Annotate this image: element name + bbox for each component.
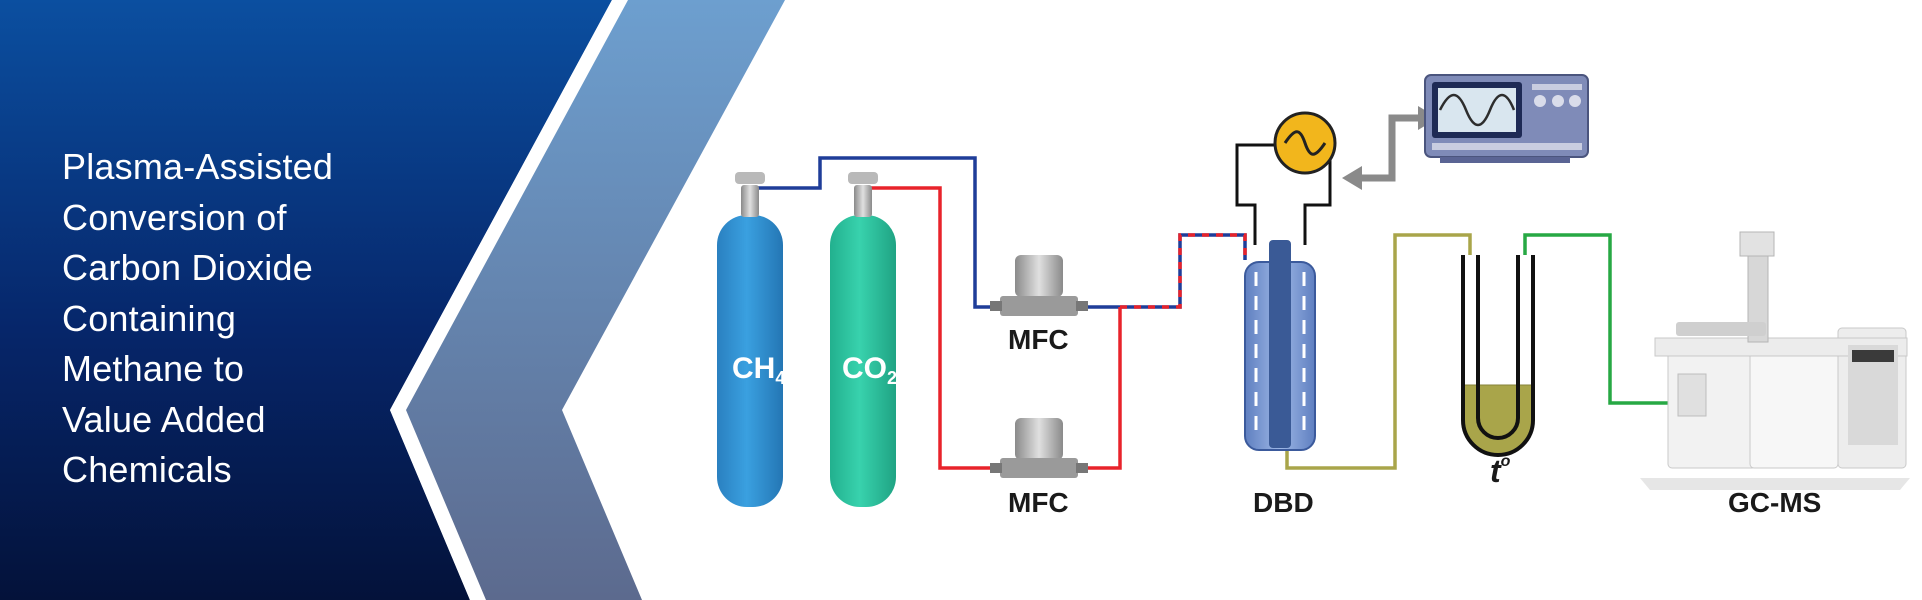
mfc-top — [990, 255, 1088, 316]
mfc-bottom-body — [1000, 458, 1078, 478]
co2-formula-main: CO — [842, 352, 887, 385]
chevron-band — [406, 0, 785, 600]
co2-line-mfc-out — [1076, 307, 1122, 470]
mixed-line — [1120, 233, 1247, 309]
title-line-6: Value Added — [62, 398, 266, 440]
ch4-formula-main: CH — [732, 352, 775, 385]
trap-t: t — [1490, 453, 1502, 489]
cold-trap — [1461, 255, 1535, 457]
ch4-formula: CH4 — [732, 352, 785, 388]
mfc-bottom — [990, 418, 1088, 478]
gcms-label: GC-MS — [1728, 487, 1821, 518]
gcms-display — [1852, 350, 1894, 362]
oscilloscope-arrow-shaft — [1360, 114, 1418, 182]
mfc-bottom-label: MFC — [1008, 487, 1069, 518]
cylinder-ch4: CH4 — [717, 172, 785, 507]
mfc-top-port-right — [1076, 301, 1088, 311]
ac-generator-icon — [1273, 111, 1337, 175]
mfc-bottom-head — [1015, 418, 1063, 460]
methane-line — [748, 156, 1000, 309]
oscilloscope-foot — [1440, 157, 1570, 163]
sine-wave-symbol — [1283, 130, 1327, 156]
gcms-shadow — [1640, 478, 1910, 490]
button-row-bottom — [1432, 143, 1582, 150]
mfc-top-body — [1000, 296, 1078, 316]
title-line-2: Conversion of — [62, 196, 287, 238]
co2-line — [868, 186, 1000, 470]
dbd-label: DBD — [1253, 487, 1314, 518]
oscilloscope-icon — [1424, 74, 1589, 163]
gcms-autosampler-head — [1739, 231, 1775, 257]
ch4-valve-cap — [735, 172, 765, 184]
gcms-door — [1677, 373, 1707, 417]
methane-line-mfc-out — [1076, 233, 1247, 309]
title-panel — [0, 0, 785, 600]
title-line-5: Methane to — [62, 348, 245, 389]
mfc-top-head — [1015, 255, 1063, 297]
co2-formula: CO2 — [842, 352, 897, 388]
ch4-valve — [741, 185, 759, 217]
ch4-formula-sub: 4 — [775, 368, 785, 388]
gcms-line — [1523, 233, 1672, 405]
arrow-head-left — [1342, 166, 1362, 190]
gcms-gc-unit — [1749, 337, 1839, 469]
button-row-top — [1532, 84, 1582, 90]
u-tube-inner — [1476, 255, 1520, 440]
knob-3 — [1569, 95, 1581, 107]
oscilloscope-arrow — [1360, 114, 1418, 182]
ch4-cylinder-body — [717, 215, 783, 507]
title-line-7: Chemicals — [62, 449, 232, 490]
gcms-instrument — [1640, 231, 1910, 490]
trap-temperature-label: to — [1490, 453, 1511, 489]
effluent-line — [1285, 233, 1472, 470]
gas-lines — [748, 143, 1672, 470]
mfc-top-port-left — [990, 301, 1002, 311]
trap-degree: o — [1501, 453, 1511, 470]
co2-valve-cap — [848, 172, 878, 184]
page-title: Plasma-Assisted Conversion of Carbon Dio… — [62, 142, 422, 496]
knob-1 — [1534, 95, 1546, 107]
gcms-tray — [1676, 322, 1766, 336]
oscilloscope-waveform — [1438, 93, 1516, 127]
co2-cylinder-body — [830, 215, 896, 507]
knob-2 — [1552, 95, 1564, 107]
mfc-bottom-port-left — [990, 463, 1002, 473]
mfc-top-label: MFC — [1008, 324, 1069, 355]
u-tube-outer — [1461, 255, 1535, 457]
co2-valve — [854, 185, 872, 217]
gcms-top-deck — [1654, 337, 1908, 357]
dbd-inner-tube — [1269, 240, 1291, 448]
title-line-1: Plasma-Assisted — [62, 146, 334, 187]
navy-panel — [0, 0, 612, 600]
generator-wire-left — [1235, 143, 1285, 245]
dbd-reactor — [1244, 240, 1316, 451]
mfc-bottom-port-right — [1076, 463, 1088, 473]
title-line-4: Containing — [62, 297, 237, 339]
cylinder-co2: CO2 — [830, 172, 897, 507]
co2-formula-sub: 2 — [887, 368, 897, 388]
title-line-3: Carbon Dioxide — [62, 247, 313, 288]
